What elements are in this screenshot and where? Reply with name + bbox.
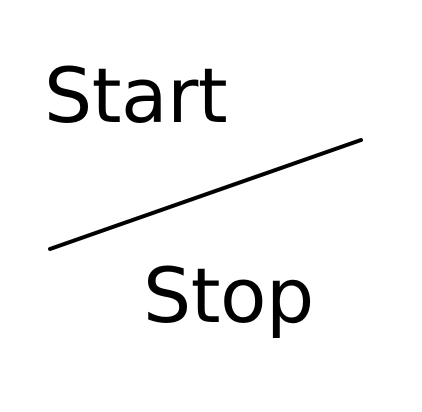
start-label: Start xyxy=(44,51,228,140)
diagonal-line xyxy=(48,138,363,251)
stop-label: Stop xyxy=(143,251,314,340)
